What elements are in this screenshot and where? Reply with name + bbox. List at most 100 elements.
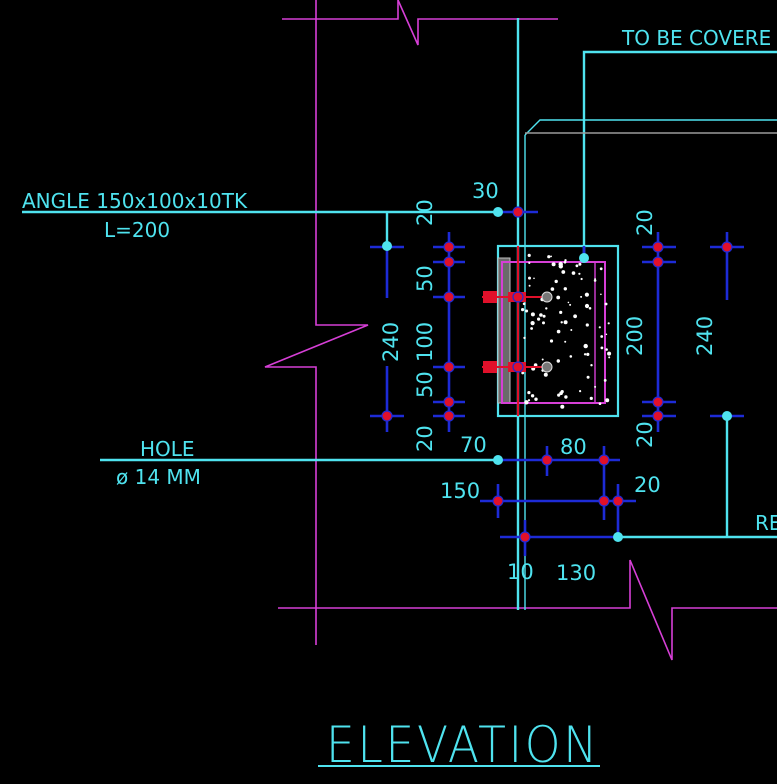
hatch-dot [556, 329, 561, 334]
hatch-dot [580, 277, 583, 281]
hatch-dot [605, 398, 610, 403]
dim-10: 10 [507, 560, 534, 584]
hatch-dot [556, 359, 560, 363]
covered-label: TO BE COVERE [621, 26, 771, 50]
dim-20-top: 20 [413, 199, 437, 226]
angle-section [497, 246, 606, 416]
hatch-dot [525, 309, 529, 313]
hatch-dot [599, 267, 603, 271]
hatch-dot [530, 327, 533, 330]
hatch-dot [528, 276, 531, 280]
hatch-dot [540, 313, 543, 316]
re-label: RE [755, 511, 777, 535]
hatch-dot [573, 314, 577, 319]
hatch-dot [560, 321, 563, 324]
dim-30: 30 [472, 179, 499, 203]
hatch-dot [530, 321, 535, 326]
hatch-dot [578, 262, 582, 266]
hole-label: HOLE [140, 437, 195, 461]
hatch-dot [586, 352, 590, 356]
hatch-dot [608, 356, 611, 359]
hatch-dot [556, 295, 561, 300]
dim-100: 100 [413, 322, 437, 362]
dim-20-right-top: 20 [633, 209, 657, 236]
hatch-dot [554, 279, 558, 284]
concrete-hatch [521, 253, 612, 409]
hatch-dot [543, 372, 548, 377]
hatch-dot [527, 391, 531, 395]
dim-80: 80 [560, 435, 587, 459]
hatch-dot [527, 399, 531, 402]
dim-50-bottom: 50 [413, 371, 437, 398]
hatch-dot [585, 323, 589, 327]
hatch-dot [524, 400, 529, 405]
hatch-dot [564, 340, 567, 343]
hatch-dot [539, 313, 543, 317]
hatch-dot [567, 301, 570, 304]
leader-nodes [382, 207, 732, 542]
drawing-title: ELEVATION [326, 716, 600, 774]
hatch-dot [600, 346, 604, 350]
dim-50-top: 50 [413, 265, 437, 292]
hatch-dot [593, 279, 597, 282]
leader-lines [22, 18, 777, 610]
hatch-dot [605, 348, 608, 351]
hatch-dot [541, 358, 544, 361]
angle-length-label: L=200 [104, 218, 170, 242]
hatch-dot [550, 255, 552, 258]
hatch-dot [584, 292, 590, 297]
hatch-dot [527, 253, 531, 257]
hatch-dot [563, 287, 567, 291]
hatch-dot [603, 379, 607, 382]
hatch-dot [583, 353, 587, 356]
hatch-dot [564, 259, 567, 262]
hatch-dot [522, 302, 526, 306]
hatch-dot [598, 402, 602, 406]
hatch-dot [588, 307, 592, 310]
hatch-dot [563, 261, 567, 264]
hatch-dot [580, 295, 583, 298]
hatch-dot [563, 320, 568, 325]
hatch-dot [549, 339, 554, 343]
hatch-dot [537, 317, 541, 321]
hatch-dot [575, 264, 579, 268]
hatch-dot [558, 261, 563, 267]
hatch-dot [578, 272, 581, 275]
hatch-dot [589, 396, 593, 400]
hatch-dot [534, 397, 538, 401]
dim-240-right: 240 [693, 316, 717, 356]
hatch-dot [559, 391, 563, 396]
hatch-dot [583, 343, 588, 349]
hatch-dot [521, 371, 525, 375]
dim-150: 150 [440, 479, 480, 503]
hatch-dot [530, 312, 535, 317]
hatch-dot [528, 284, 531, 287]
dim-130: 130 [556, 561, 596, 585]
dimension-nodes [381, 206, 733, 543]
hatch-dot [521, 308, 525, 312]
dim-20-lower: 20 [634, 473, 661, 497]
hatch-dot [605, 333, 608, 336]
hatch-dot [600, 293, 602, 296]
hatch-dot [607, 322, 610, 325]
hatch-dot [545, 307, 548, 310]
hatch-dot [533, 277, 535, 280]
hatch-dot [542, 314, 546, 318]
hatch-dot [550, 287, 555, 291]
hole-size-label: ø 14 MM [116, 465, 201, 489]
hatch-dot [561, 270, 566, 274]
dim-20-right-bottom: 20 [633, 421, 657, 448]
hatch-dot [569, 355, 573, 358]
hatch-dot [547, 255, 551, 259]
hatch-dot [604, 302, 608, 306]
hatch-dot [523, 336, 526, 340]
angle-label: ANGLE 150x100x10TK [22, 189, 248, 213]
hatch-dot [560, 404, 565, 409]
concrete-outline [264, 0, 777, 661]
hatch-dot [551, 262, 556, 267]
hatch-dot [530, 394, 535, 398]
hatch-dot [590, 364, 593, 367]
dim-200: 200 [623, 316, 647, 356]
hatch-dot [528, 261, 531, 264]
